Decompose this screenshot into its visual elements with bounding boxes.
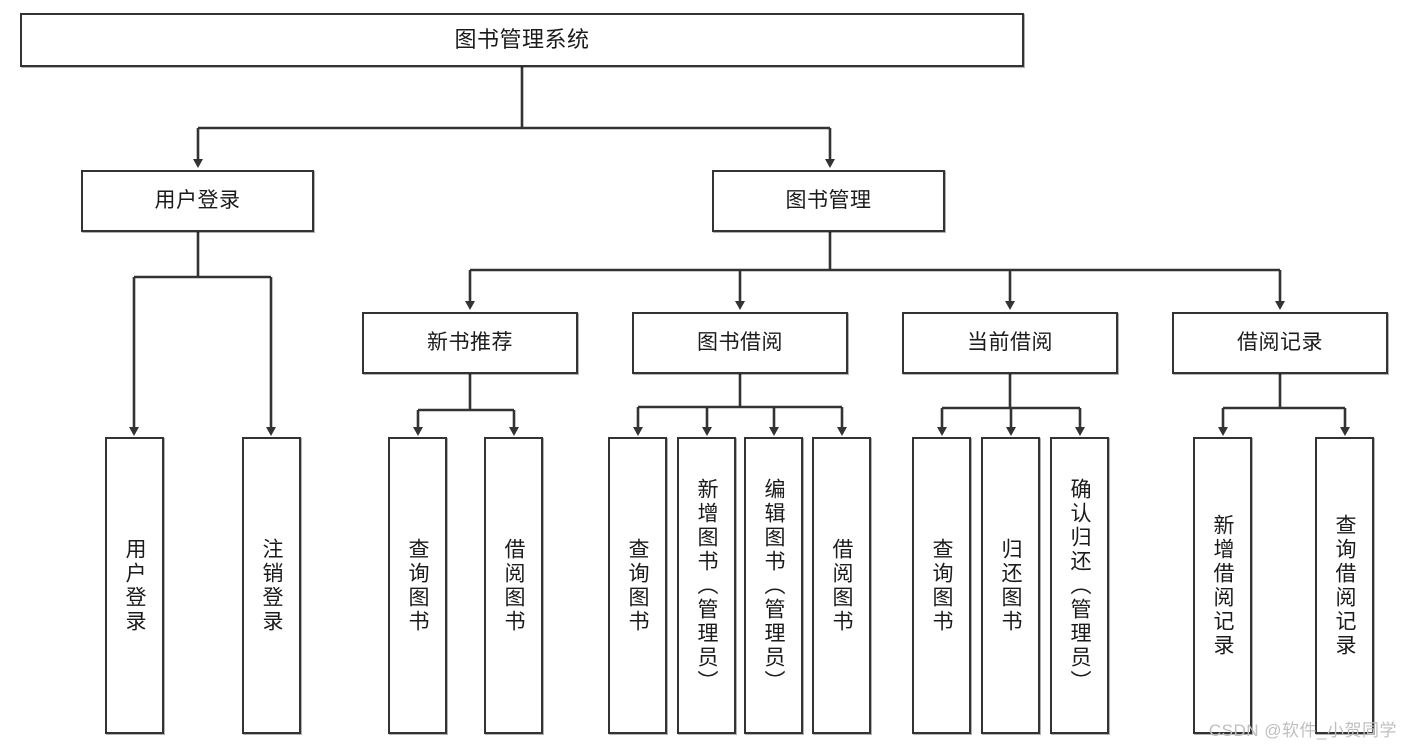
- node-current-borrow[interactable]: 当前借阅: [902, 312, 1118, 374]
- node-label: 图书管理: [785, 188, 872, 212]
- node-root-system[interactable]: 图书管理系统: [20, 13, 1024, 67]
- node-user-login[interactable]: 用户登录: [81, 170, 314, 232]
- leaf-borrow-query-book[interactable]: 查询图书: [608, 437, 667, 734]
- node-label: 编辑图书（管理员）: [762, 477, 785, 694]
- watermark: CSDN @软件_小贺同学: [1208, 721, 1397, 740]
- node-label: 查询图书: [626, 537, 649, 634]
- node-book-management[interactable]: 图书管理: [712, 170, 945, 232]
- node-book-borrow[interactable]: 图书借阅: [632, 312, 848, 374]
- node-label: 新书推荐: [427, 330, 513, 354]
- leaf-borrow-add-book-admin[interactable]: 新增图书（管理员）: [677, 437, 736, 734]
- node-label: 当前借阅: [967, 330, 1053, 354]
- node-label: 归还图书: [999, 537, 1022, 634]
- node-label: 用户登录: [123, 537, 146, 634]
- leaf-record-add[interactable]: 新增借阅记录: [1193, 437, 1252, 734]
- leaf-record-query[interactable]: 查询借阅记录: [1315, 437, 1374, 734]
- node-new-book-recommend[interactable]: 新书推荐: [362, 312, 578, 374]
- node-label: 查询图书: [930, 537, 953, 634]
- node-label: 查询借阅记录: [1333, 513, 1356, 658]
- node-label: 借阅记录: [1237, 330, 1323, 354]
- leaf-new-book-query[interactable]: 查询图书: [388, 437, 447, 734]
- node-label: 新增图书（管理员）: [695, 477, 718, 694]
- leaf-user-login-logout[interactable]: 注销登录: [242, 437, 301, 734]
- node-label: 查询图书: [406, 537, 429, 634]
- leaf-borrow-edit-book-admin[interactable]: 编辑图书（管理员）: [744, 437, 803, 734]
- node-label: 借阅图书: [830, 537, 853, 634]
- node-label: 确认归还（管理员）: [1068, 477, 1091, 694]
- node-borrow-record[interactable]: 借阅记录: [1172, 312, 1388, 374]
- node-label: 图书管理系统: [454, 27, 590, 53]
- node-label: 注销登录: [260, 537, 283, 634]
- node-label: 借阅图书: [502, 537, 525, 634]
- leaf-current-return-book[interactable]: 归还图书: [981, 437, 1040, 734]
- leaf-current-confirm-return-admin[interactable]: 确认归还（管理员）: [1050, 437, 1109, 734]
- leaf-borrow-borrow-book[interactable]: 借阅图书: [812, 437, 871, 734]
- node-label: 新增借阅记录: [1211, 513, 1234, 658]
- node-label: 图书借阅: [697, 330, 783, 354]
- node-label: 用户登录: [154, 188, 241, 212]
- leaf-current-query-book[interactable]: 查询图书: [912, 437, 971, 734]
- leaf-user-login-login[interactable]: 用户登录: [105, 437, 164, 734]
- leaf-new-book-borrow[interactable]: 借阅图书: [484, 437, 543, 734]
